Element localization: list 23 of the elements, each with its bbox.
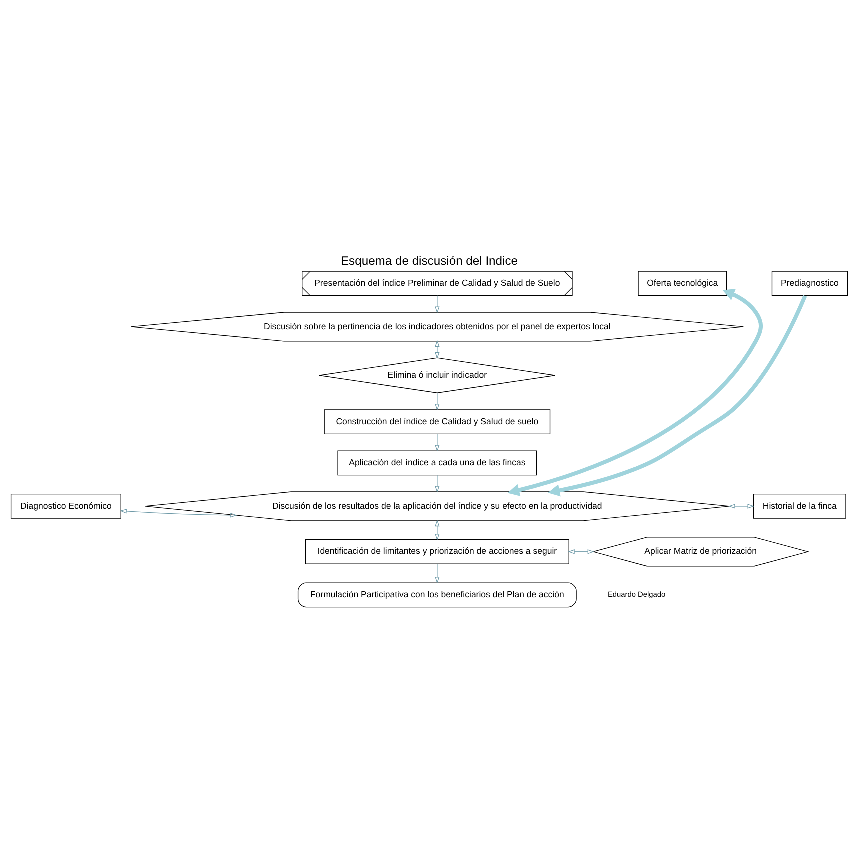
arrow — [120, 508, 238, 518]
node-box: Oferta tecnológica — [638, 270, 728, 296]
diagram-title: Esquema de discusión del Indice — [340, 254, 518, 268]
node-box: Diagnostico Económico — [10, 494, 122, 518]
node-box: Prediagnostico — [772, 270, 848, 296]
arrow — [728, 504, 754, 508]
arrow — [435, 433, 440, 452]
node-box: Formulación Participativa con los beneficiarios del Plan de acción — [298, 582, 577, 608]
node-box: Aplicación del índice a cada una de las fincas — [338, 450, 538, 476]
node-box: Historial de la finca — [753, 494, 846, 518]
arrow — [435, 519, 440, 540]
arrow — [435, 474, 440, 492]
arrow — [548, 294, 808, 496]
arrow — [435, 392, 440, 410]
label: Eduardo Delgado — [608, 590, 666, 599]
node-diamond: Elimina ó incluir indicador — [319, 357, 556, 393]
arrow — [435, 294, 440, 313]
arrow — [508, 288, 763, 496]
arrow — [435, 563, 440, 584]
arrow — [568, 549, 595, 554]
node-box: Construcción del índice de Calidad y Salud de suelo — [324, 409, 551, 434]
arrow — [435, 340, 440, 359]
node-box: Identificación de limitantes y priorización de acciones a seguir — [305, 538, 570, 564]
